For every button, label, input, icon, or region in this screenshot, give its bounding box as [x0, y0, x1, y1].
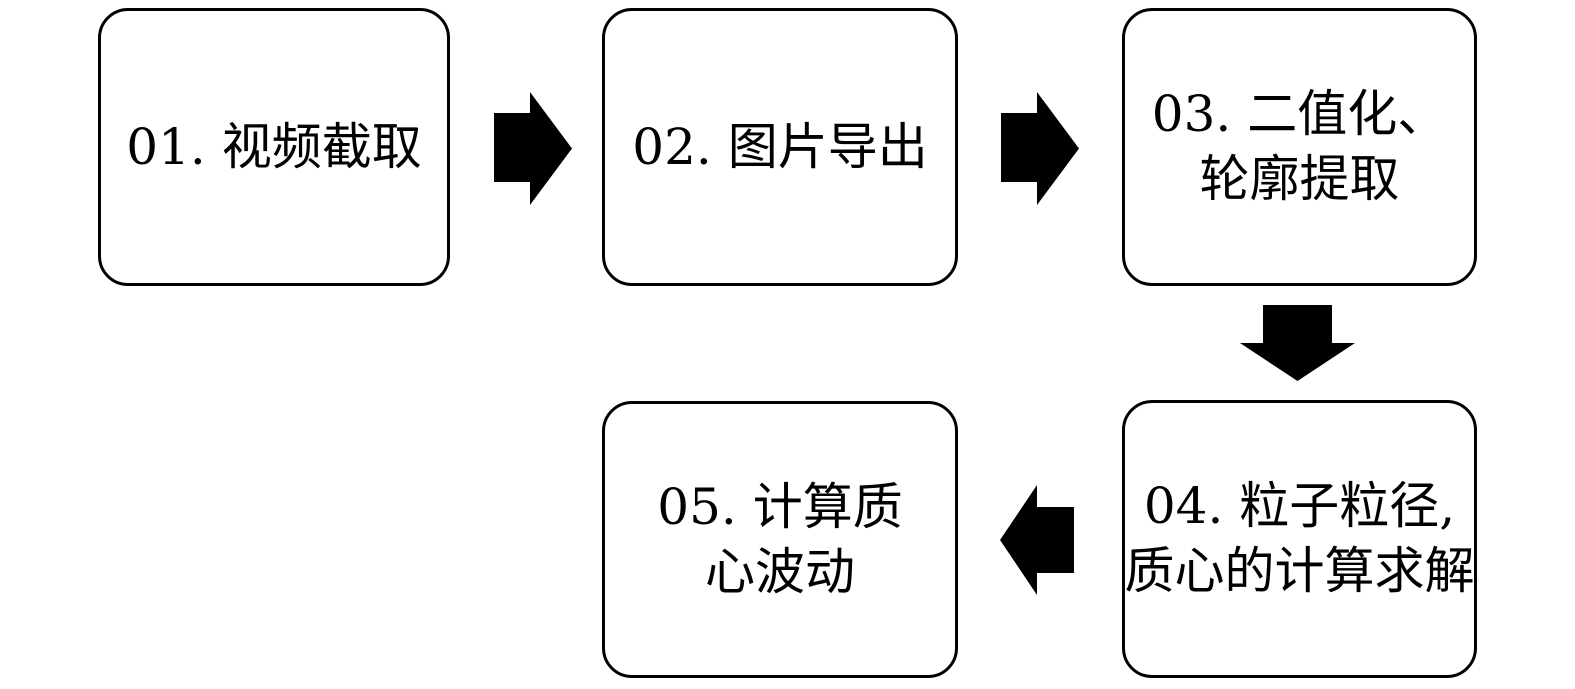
flow-step-02-label: 02. 图片导出	[632, 117, 928, 176]
arrow-left-icon	[1000, 485, 1074, 595]
arrow-down-icon	[1240, 305, 1355, 381]
flow-step-01-label: 01. 视频截取	[126, 117, 422, 176]
arrow-right-shape	[1001, 92, 1079, 205]
arrow-right-icon	[1001, 92, 1079, 205]
arrow-left-shape	[1000, 485, 1074, 595]
flow-step-05-centroid-fluctuation: 05. 计算质 心波动	[602, 401, 958, 678]
flow-step-03-binarization-contour: 03. 二值化、 轮廓提取	[1122, 8, 1477, 286]
flow-step-04-label-line-1: 04. 粒子粒径,	[1143, 477, 1456, 535]
flow-step-04-particle-size-centroid: 04. 粒子粒径, 质心的计算求解	[1122, 400, 1477, 678]
flow-step-01-video-capture: 01. 视频截取	[98, 8, 450, 286]
flow-step-03-label-line-1: 03. 二值化、	[1151, 85, 1448, 143]
arrow-down-shape	[1240, 305, 1355, 381]
arrow-right-icon	[494, 92, 572, 205]
flow-step-02-image-export: 02. 图片导出	[602, 8, 958, 286]
flow-step-04-label-line-2: 质心的计算求解	[1124, 542, 1475, 600]
flow-step-03-label-line-2: 轮廓提取	[1199, 150, 1400, 208]
flow-step-05-label-line-1: 05. 计算质	[657, 477, 903, 536]
flow-step-05-label-line-2: 心波动	[705, 542, 855, 601]
arrow-right-shape	[494, 92, 572, 205]
